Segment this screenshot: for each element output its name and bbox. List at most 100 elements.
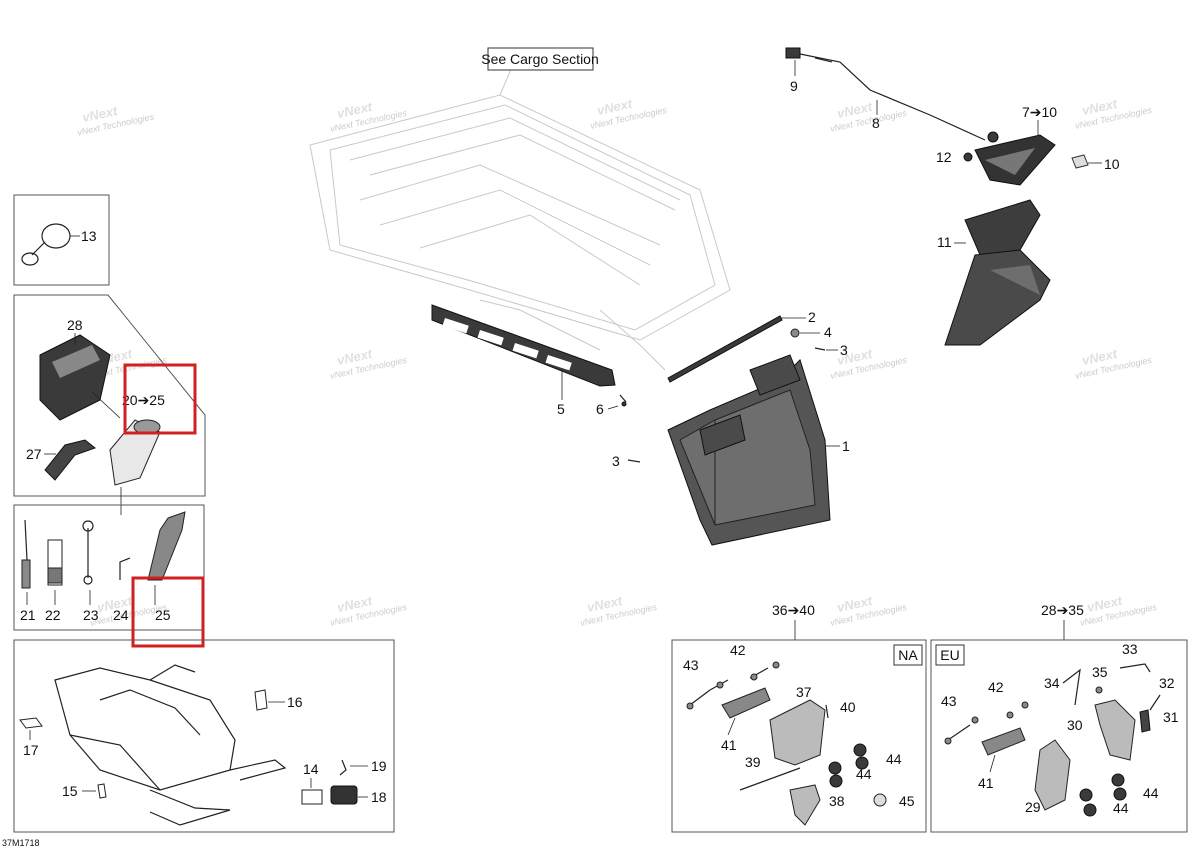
svg-text:vNext: vNext — [96, 593, 134, 615]
part-22-fuse — [47, 539, 63, 586]
label-34: 34 — [1044, 675, 1060, 691]
part-30-bracket — [1094, 699, 1136, 761]
label-10: 10 — [1104, 156, 1120, 172]
na-nuts — [828, 743, 869, 788]
svg-text:vNext: vNext — [1081, 96, 1119, 118]
label-44-na-1: 44 — [886, 751, 902, 767]
label-32: 32 — [1159, 675, 1175, 691]
label-21: 21 — [20, 607, 36, 623]
part-16-decal — [254, 689, 268, 711]
label-38: 38 — [829, 793, 845, 809]
label-2: 2 — [808, 309, 816, 325]
label-6: 6 — [596, 401, 604, 417]
svg-text:vNext: vNext — [596, 96, 634, 118]
label-25: 25 — [155, 607, 171, 623]
part-14-plate — [301, 789, 323, 805]
part-31-spring — [1139, 709, 1151, 733]
part-5-side-rail — [431, 304, 616, 400]
label-30: 30 — [1067, 717, 1083, 733]
label-45: 45 — [899, 793, 915, 809]
part-12-grommet — [963, 152, 973, 162]
part-21-screwdriver — [21, 519, 31, 589]
na-bolts — [686, 661, 780, 710]
cargo-rack-ghost — [309, 59, 731, 371]
part-23-wrench — [82, 520, 94, 585]
label-28-bag: 28 — [67, 317, 83, 333]
part-40-pin — [825, 704, 829, 719]
part-3-screw-lower — [627, 459, 641, 463]
label-9: 9 — [790, 78, 798, 94]
label-11: 11 — [937, 234, 952, 250]
part-tool-pouch — [109, 419, 161, 486]
part-41-plate-eu — [981, 727, 1026, 756]
part-grommet-icon — [987, 131, 999, 143]
part-18-reflector — [330, 785, 358, 805]
label-33: 33 — [1122, 641, 1138, 657]
label-44-na-2: 44 — [856, 766, 872, 782]
highlight-box-25 — [131, 576, 205, 648]
label-16: 16 — [287, 694, 303, 710]
part-32-pin — [1149, 694, 1161, 711]
svg-text:NA: NA — [898, 647, 918, 663]
label-39: 39 — [745, 754, 761, 770]
label-3-lower: 3 — [612, 453, 620, 469]
label-20-25: 20➔25 — [122, 392, 165, 408]
part-29-bracket — [1034, 739, 1071, 811]
svg-text:vNext: vNext — [1086, 593, 1124, 615]
label-1: 1 — [842, 438, 850, 454]
part-24-hex-key — [119, 557, 131, 580]
part-34-clip — [1062, 668, 1081, 706]
part-4-washer — [790, 328, 800, 338]
part-39-rod — [739, 767, 801, 791]
part-8-9-wire-harness — [785, 47, 986, 141]
svg-text:vNext: vNext — [336, 346, 374, 368]
part-6-screw — [619, 394, 627, 407]
label-19: 19 — [371, 758, 387, 774]
label-37: 37 — [796, 684, 812, 700]
label-44-eu-1: 44 — [1143, 785, 1159, 801]
svg-text:vNext: vNext — [336, 99, 374, 121]
svg-text:EU: EU — [940, 647, 959, 663]
diagram-code: 37M1718 — [2, 838, 40, 848]
label-41-eu: 41 — [978, 775, 994, 791]
label-27: 27 — [26, 446, 42, 462]
box-na-kit — [671, 639, 927, 833]
label-43-na: 43 — [683, 657, 699, 673]
snowmobile-outline — [54, 664, 287, 826]
part-10-bulb — [1071, 154, 1089, 169]
region-eu-badge — [935, 644, 965, 666]
part-35-screw — [1095, 686, 1103, 694]
svg-text:vNext: vNext — [1081, 346, 1119, 368]
label-23: 23 — [83, 607, 99, 623]
box-eu-kit — [930, 639, 1188, 833]
label-44-eu-2: 44 — [1113, 800, 1129, 816]
box-part-13 — [13, 194, 110, 286]
see-cargo-callout[interactable]: See Cargo Section — [481, 47, 599, 71]
label-24: 24 — [113, 607, 129, 623]
label-8: 8 — [872, 115, 880, 131]
part-41-plate-na — [721, 687, 771, 719]
part-37-bracket-na — [769, 699, 826, 766]
part-45-nut — [873, 793, 887, 807]
box-tools — [13, 504, 205, 631]
svg-text:vNext: vNext — [836, 346, 874, 368]
svg-text:vNext: vNext — [586, 593, 624, 615]
label-13: 13 — [81, 228, 97, 244]
label-5: 5 — [557, 401, 565, 417]
part-33-spring — [1119, 663, 1151, 673]
label-31: 31 — [1163, 709, 1179, 725]
part-13-mirror — [21, 223, 71, 266]
label-42-na: 42 — [730, 642, 746, 658]
svg-text:vNext: vNext — [81, 103, 119, 125]
box-tool-bag — [13, 294, 206, 497]
label-43-eu: 43 — [941, 693, 957, 709]
label-42-eu: 42 — [988, 679, 1004, 695]
part-27-strap — [44, 439, 97, 481]
label-14: 14 — [303, 761, 319, 777]
eu-bolts — [944, 701, 1029, 745]
label-35: 35 — [1092, 664, 1108, 680]
eu-nuts — [1079, 773, 1127, 817]
svg-text:See Cargo Section: See Cargo Section — [481, 51, 599, 67]
label-36-40: 36➔40 — [772, 602, 815, 618]
